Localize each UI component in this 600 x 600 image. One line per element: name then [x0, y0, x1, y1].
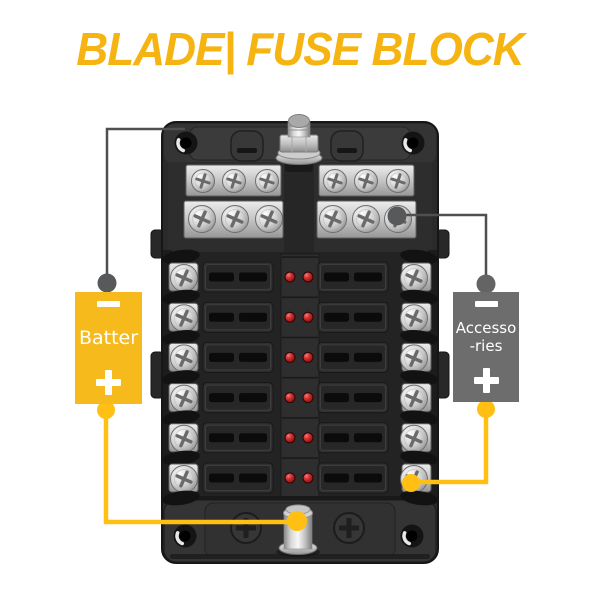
mounting-hole-bottom-left	[171, 522, 199, 550]
battery-positive-stud-node	[287, 511, 307, 531]
plus-icon	[96, 370, 121, 395]
battery-negative-node	[97, 273, 117, 293]
battery-positive-node	[97, 401, 115, 419]
top-tab-left	[230, 130, 264, 162]
battery-negative-line	[105, 127, 185, 280]
accessories-negative-terminal-node	[387, 206, 407, 226]
mounting-hole-bottom-right	[398, 522, 426, 550]
accessories-negative-line	[397, 213, 488, 281]
minus-icon	[97, 301, 120, 307]
accessories-label: Accesso -ries	[453, 292, 519, 402]
accessories-positive-node	[477, 400, 495, 418]
battery-label-text: Batter	[78, 327, 139, 350]
accessories-positive-line	[413, 407, 489, 485]
top-power-stud	[275, 114, 323, 172]
mounting-hole-top-right	[399, 129, 427, 157]
accessories-positive-terminal-node	[402, 474, 420, 492]
mounting-hole-top-left	[172, 129, 200, 157]
minus-icon	[474, 301, 498, 307]
bottom-cover-screw-left	[230, 512, 262, 544]
page-title: BLADE| FUSE BLOCK	[76, 23, 524, 75]
battery-positive-line	[103, 408, 296, 525]
terminal-plates	[183, 164, 417, 239]
accessories-label-line1: Accesso	[455, 318, 517, 337]
plus-icon	[473, 368, 499, 393]
fuse-rows	[161, 247, 439, 506]
top-tab-right	[330, 130, 364, 162]
battery-label: Batter	[75, 292, 142, 404]
accessories-negative-node	[476, 274, 496, 294]
bottom-cover-screw-right	[333, 512, 365, 544]
accessories-label-line2: -ries	[469, 336, 503, 355]
